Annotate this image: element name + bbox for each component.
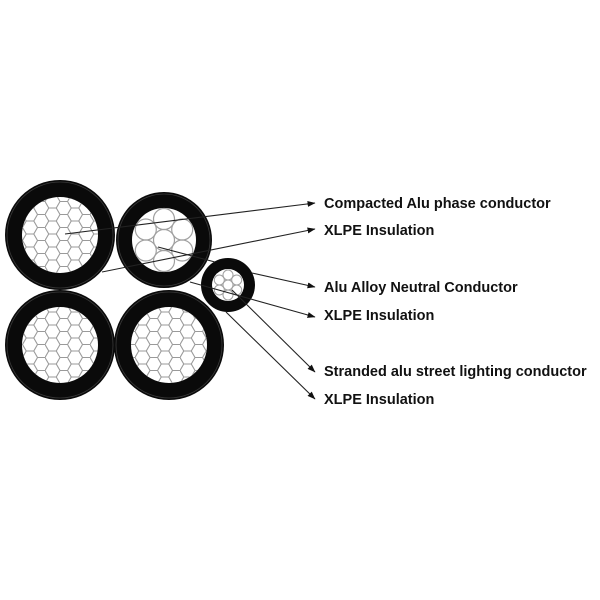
leader-lines [64, 200, 316, 400]
leader-street-lighting-inner [157, 246, 216, 263]
neutral-conductor-core [201, 258, 255, 312]
leader-street-lighting-conductor [231, 289, 316, 373]
street-lighting-conductor-core [116, 192, 212, 288]
leader-street-lighting-insulation [225, 311, 316, 400]
label-alu-alloy-neutral-conductor: Alu Alloy Neutral Conductor [324, 280, 518, 296]
label-neutral-xlpe-insulation: XLPE Insulation [324, 308, 435, 324]
phase-conductor-core-1 [5, 180, 115, 290]
phase-conductor-core-2 [5, 290, 115, 400]
label-compacted-alu-phase-conductor: Compacted Alu phase conductor [324, 196, 551, 212]
label-street-lighting-xlpe-insulation: XLPE Insulation [324, 392, 435, 408]
label-stranded-alu-street-lighting-conductor: Stranded alu street lighting conductor [324, 364, 587, 380]
leader-phase-insulation [101, 227, 316, 273]
label-phase-xlpe-insulation: XLPE Insulation [324, 223, 435, 239]
leader-phase-conductor [64, 200, 316, 235]
leader-neutral-conductor [251, 272, 316, 289]
phase-conductor-core-3 [114, 290, 224, 400]
leader-neutral-insulation [189, 281, 316, 318]
